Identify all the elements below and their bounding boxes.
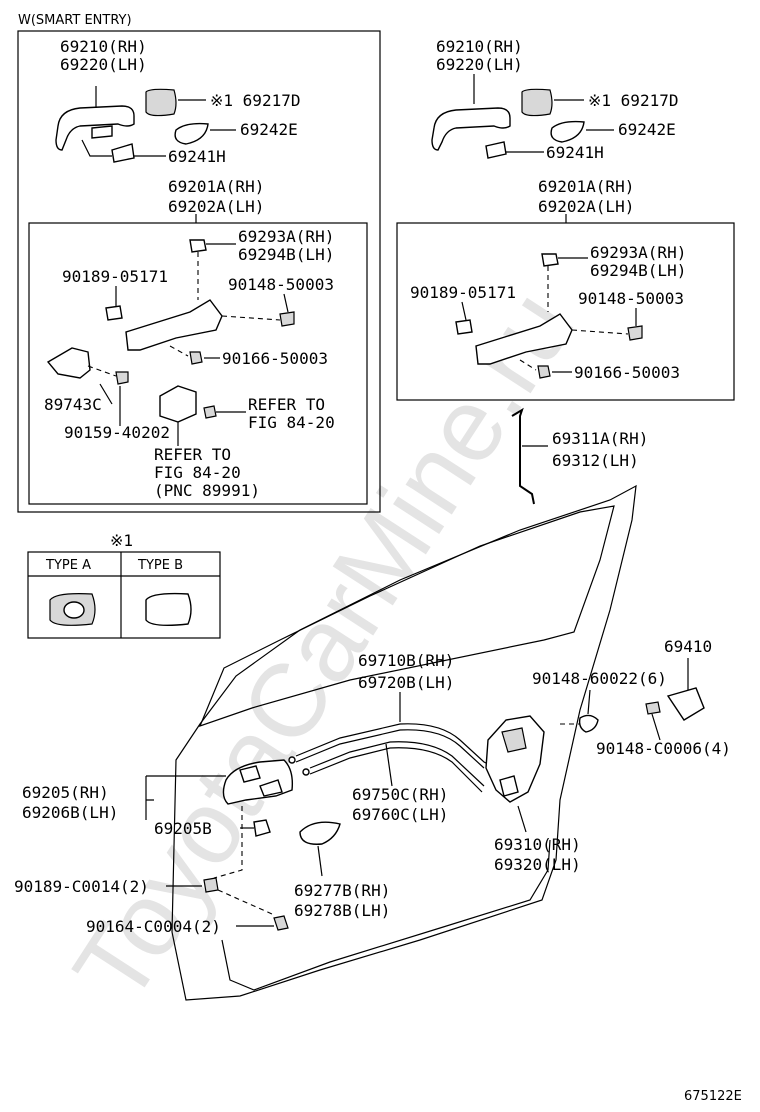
lower-screw-drawing xyxy=(273,915,289,931)
smart-clip-rh: 69293A(RH) xyxy=(238,227,334,246)
refer2-line3: (PNC 89991) xyxy=(154,481,260,500)
refer2-line1: REFER TO xyxy=(154,445,231,464)
type-legend: ※1 TYPE A TYPE B xyxy=(27,531,221,639)
clip-drawing xyxy=(189,239,207,253)
std-handle-drawing xyxy=(431,107,511,151)
smart-handle-lh: 69220(LH) xyxy=(60,55,147,74)
cable1-end-icon xyxy=(288,756,296,764)
smart-cover: 69241H xyxy=(168,147,226,166)
striker-bolt1: 90148-60022(6) xyxy=(532,669,667,688)
std-clip-rh: 69293A(RH) xyxy=(590,243,686,262)
screw-drawing xyxy=(105,305,123,321)
std-frame-lh: 69202A(LH) xyxy=(538,197,634,216)
smart-entry-inner-frame xyxy=(28,222,368,505)
rod-group: 69311A(RH) 69312(LH) xyxy=(511,407,648,505)
std-cover: 69241H xyxy=(546,143,604,162)
inner-handle-rh: 69205(RH) xyxy=(22,783,109,802)
smart-frame-lh: 69202A(LH) xyxy=(168,197,264,216)
bezel-lh: 69278B(LH) xyxy=(294,901,390,920)
standard-group: 69210(RH) 69220(LH) ※1 69217D 69242E 692… xyxy=(396,37,735,401)
std-pad-drawing xyxy=(550,120,585,143)
std-clip-lh: 69294B(LH) xyxy=(590,261,686,280)
smart-bolt2: 90166-50003 xyxy=(222,349,328,368)
std-clip-drawing xyxy=(541,253,559,267)
striker-bolt-drawing xyxy=(645,701,661,715)
smart-bolt1: 90148-50003 xyxy=(228,275,334,294)
bezel-drawing xyxy=(299,821,341,845)
legend-mark: ※1 xyxy=(110,531,133,550)
bolt-head-drawing xyxy=(578,714,599,733)
std-pad: 69242E xyxy=(618,120,676,139)
bolt1-drawing xyxy=(279,311,295,327)
bolt2-drawing xyxy=(189,351,203,365)
lower-screw: 90164-C0004(2) xyxy=(86,917,221,936)
rod-lh: 69312(LH) xyxy=(552,451,639,470)
lower-group: 69410 90148-C0006(4) 90148-60022(6) 6971… xyxy=(14,637,731,936)
smart-entry-frame xyxy=(17,30,381,513)
frame-drawing xyxy=(125,299,223,351)
rod-rh: 69311A(RH) xyxy=(552,429,648,448)
sensor-bracket-drawing xyxy=(46,347,91,379)
lower-clip-drawing xyxy=(203,877,219,893)
std-bolt1-drawing xyxy=(627,325,643,341)
std-bolt2-drawing xyxy=(537,365,551,379)
inner-handle-lh: 69206B(LH) xyxy=(22,803,118,822)
refer1-line1: REFER TO xyxy=(248,395,325,414)
smart-cap: ※1 69217D xyxy=(210,91,300,110)
smart-bolt3: 90159-40202 xyxy=(64,423,170,442)
type-a-hole-icon xyxy=(63,601,85,619)
cable2-lh: 69760C(LH) xyxy=(352,805,448,824)
cable1-lh: 69720B(LH) xyxy=(358,673,454,692)
type-b-cap-icon xyxy=(145,592,192,627)
smart-handle-rh: 69210(RH) xyxy=(60,37,147,56)
refer2-line2: FIG 84-20 xyxy=(154,463,241,482)
std-cap-drawing xyxy=(521,88,553,117)
smart-sensor: 89743C xyxy=(44,395,102,414)
diagram-id: 675122E xyxy=(684,1089,742,1104)
std-handle-lh: 69220(LH) xyxy=(436,55,523,74)
refer-part-drawing xyxy=(159,385,197,423)
std-screw-drawing xyxy=(455,319,473,335)
refer-screw-drawing xyxy=(203,405,217,419)
striker-drawing xyxy=(666,687,705,721)
smart-clip-lh: 69294B(LH) xyxy=(238,245,334,264)
cap-drawing xyxy=(145,88,177,117)
std-bolt2: 90166-50003 xyxy=(574,363,680,382)
bezel-rh: 69277B(RH) xyxy=(294,881,390,900)
cable2-end-icon xyxy=(302,768,310,776)
door-lock-lh: 69320(LH) xyxy=(494,855,581,874)
striker: 69410 xyxy=(664,637,712,656)
refer1-line2: FIG 84-20 xyxy=(248,413,335,432)
lower-clip: 90189-C0014(2) xyxy=(14,877,149,896)
smart-entry-group: W(SMART ENTRY) 69210(RH) 69220(LH) ※1 69… xyxy=(17,13,381,513)
cable2-rh: 69750C(RH) xyxy=(352,785,448,804)
std-frame-rh: 69201A(RH) xyxy=(538,177,634,196)
pad-drawing xyxy=(174,122,209,145)
cover-drawing xyxy=(111,143,135,163)
door-lock-rh: 69310(RH) xyxy=(494,835,581,854)
smart-frame-rh: 69201A(RH) xyxy=(168,177,264,196)
door-outline xyxy=(171,484,637,1001)
sensor-bolt-drawing xyxy=(115,371,129,385)
smart-screw: 90189-05171 xyxy=(62,267,168,286)
inner-bracket-drawing xyxy=(253,819,271,837)
legend-type-b: TYPE B xyxy=(137,558,183,573)
std-handle-rh: 69210(RH) xyxy=(436,37,523,56)
cable1-rh: 69710B(RH) xyxy=(358,651,454,670)
smart-entry-caption: W(SMART ENTRY) xyxy=(18,13,132,28)
std-cap: ※1 69217D xyxy=(588,91,678,110)
std-cover-drawing xyxy=(485,141,507,159)
std-screw: 90189-05171 xyxy=(410,283,516,302)
inner-bracket: 69205B xyxy=(154,819,212,838)
smart-pad: 69242E xyxy=(240,120,298,139)
outer-handle-drawing xyxy=(55,86,135,151)
striker-bolt2: 90148-C0006(4) xyxy=(596,739,731,758)
legend-type-a: TYPE A xyxy=(45,558,91,573)
std-bolt1: 90148-50003 xyxy=(578,289,684,308)
std-frame-drawing xyxy=(475,313,573,365)
